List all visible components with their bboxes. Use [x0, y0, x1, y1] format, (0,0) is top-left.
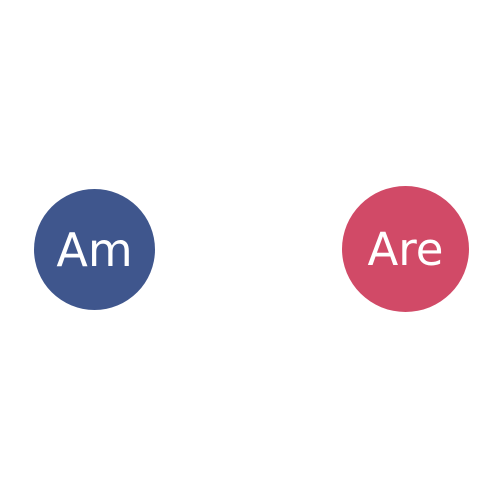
- choice-label-am: Am: [56, 222, 133, 277]
- choice-button-am[interactable]: Am: [34, 189, 155, 310]
- choice-label-are: Are: [367, 222, 444, 276]
- choice-button-are[interactable]: Are: [342, 186, 469, 312]
